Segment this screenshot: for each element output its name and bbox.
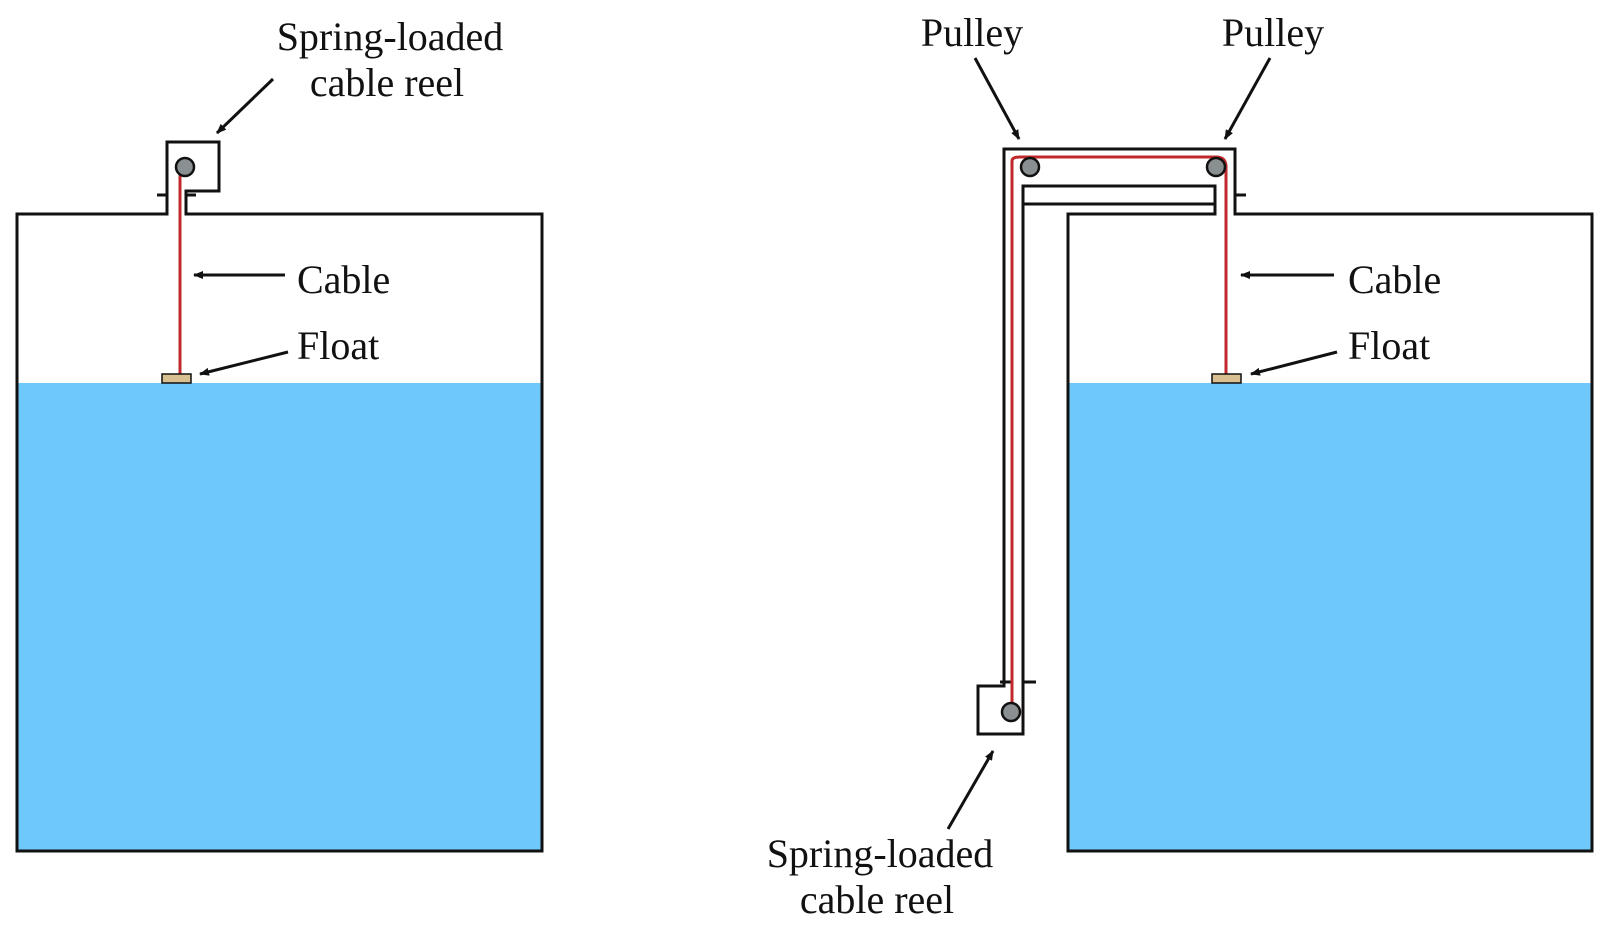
right-pulley-right-arrow (1223, 57, 1272, 140)
right-tank-water (1068, 383, 1592, 851)
left-reel-label-line2: cable reel (310, 60, 464, 105)
right-flange-ticks (1000, 193, 1246, 684)
right-reel-arrow (946, 750, 995, 830)
right-pulley-right-label: Pulley (1222, 10, 1324, 55)
left-tank-outline (15, 140, 544, 853)
left-cable-reel (174, 156, 196, 178)
right-pulley-left-arrow (973, 57, 1021, 140)
right-cable-label: Cable (1348, 257, 1441, 302)
right-pulley-right (1205, 156, 1227, 178)
right-float-label: Float (1348, 323, 1430, 368)
right-pulley-left (1019, 156, 1041, 178)
right-tank-outline (976, 147, 1594, 853)
left-float-label: Float (297, 323, 379, 368)
right-reel-label-line2: cable reel (800, 877, 954, 922)
right-float (1211, 373, 1242, 384)
left-float (161, 373, 192, 384)
left-reel-label-line1: Spring-loaded (277, 14, 504, 59)
right-pulley-left-label: Pulley (921, 10, 1023, 55)
left-tank-water (17, 383, 542, 851)
right-pipe-inner-wall (1021, 184, 1217, 686)
right-panel: Pulley Pulley Cable Float Spring-loaded … (767, 10, 1594, 922)
left-reel-arrow (215, 77, 275, 135)
right-cable (1010, 155, 1228, 712)
right-float-arrow (1250, 350, 1338, 376)
left-panel: Spring-loaded cable reel Cable Float (15, 14, 544, 853)
left-float-arrow (199, 350, 289, 376)
left-cable-label: Cable (297, 257, 390, 302)
right-reel-label-line1: Spring-loaded (767, 831, 994, 876)
right-cable-reel (1000, 701, 1022, 723)
